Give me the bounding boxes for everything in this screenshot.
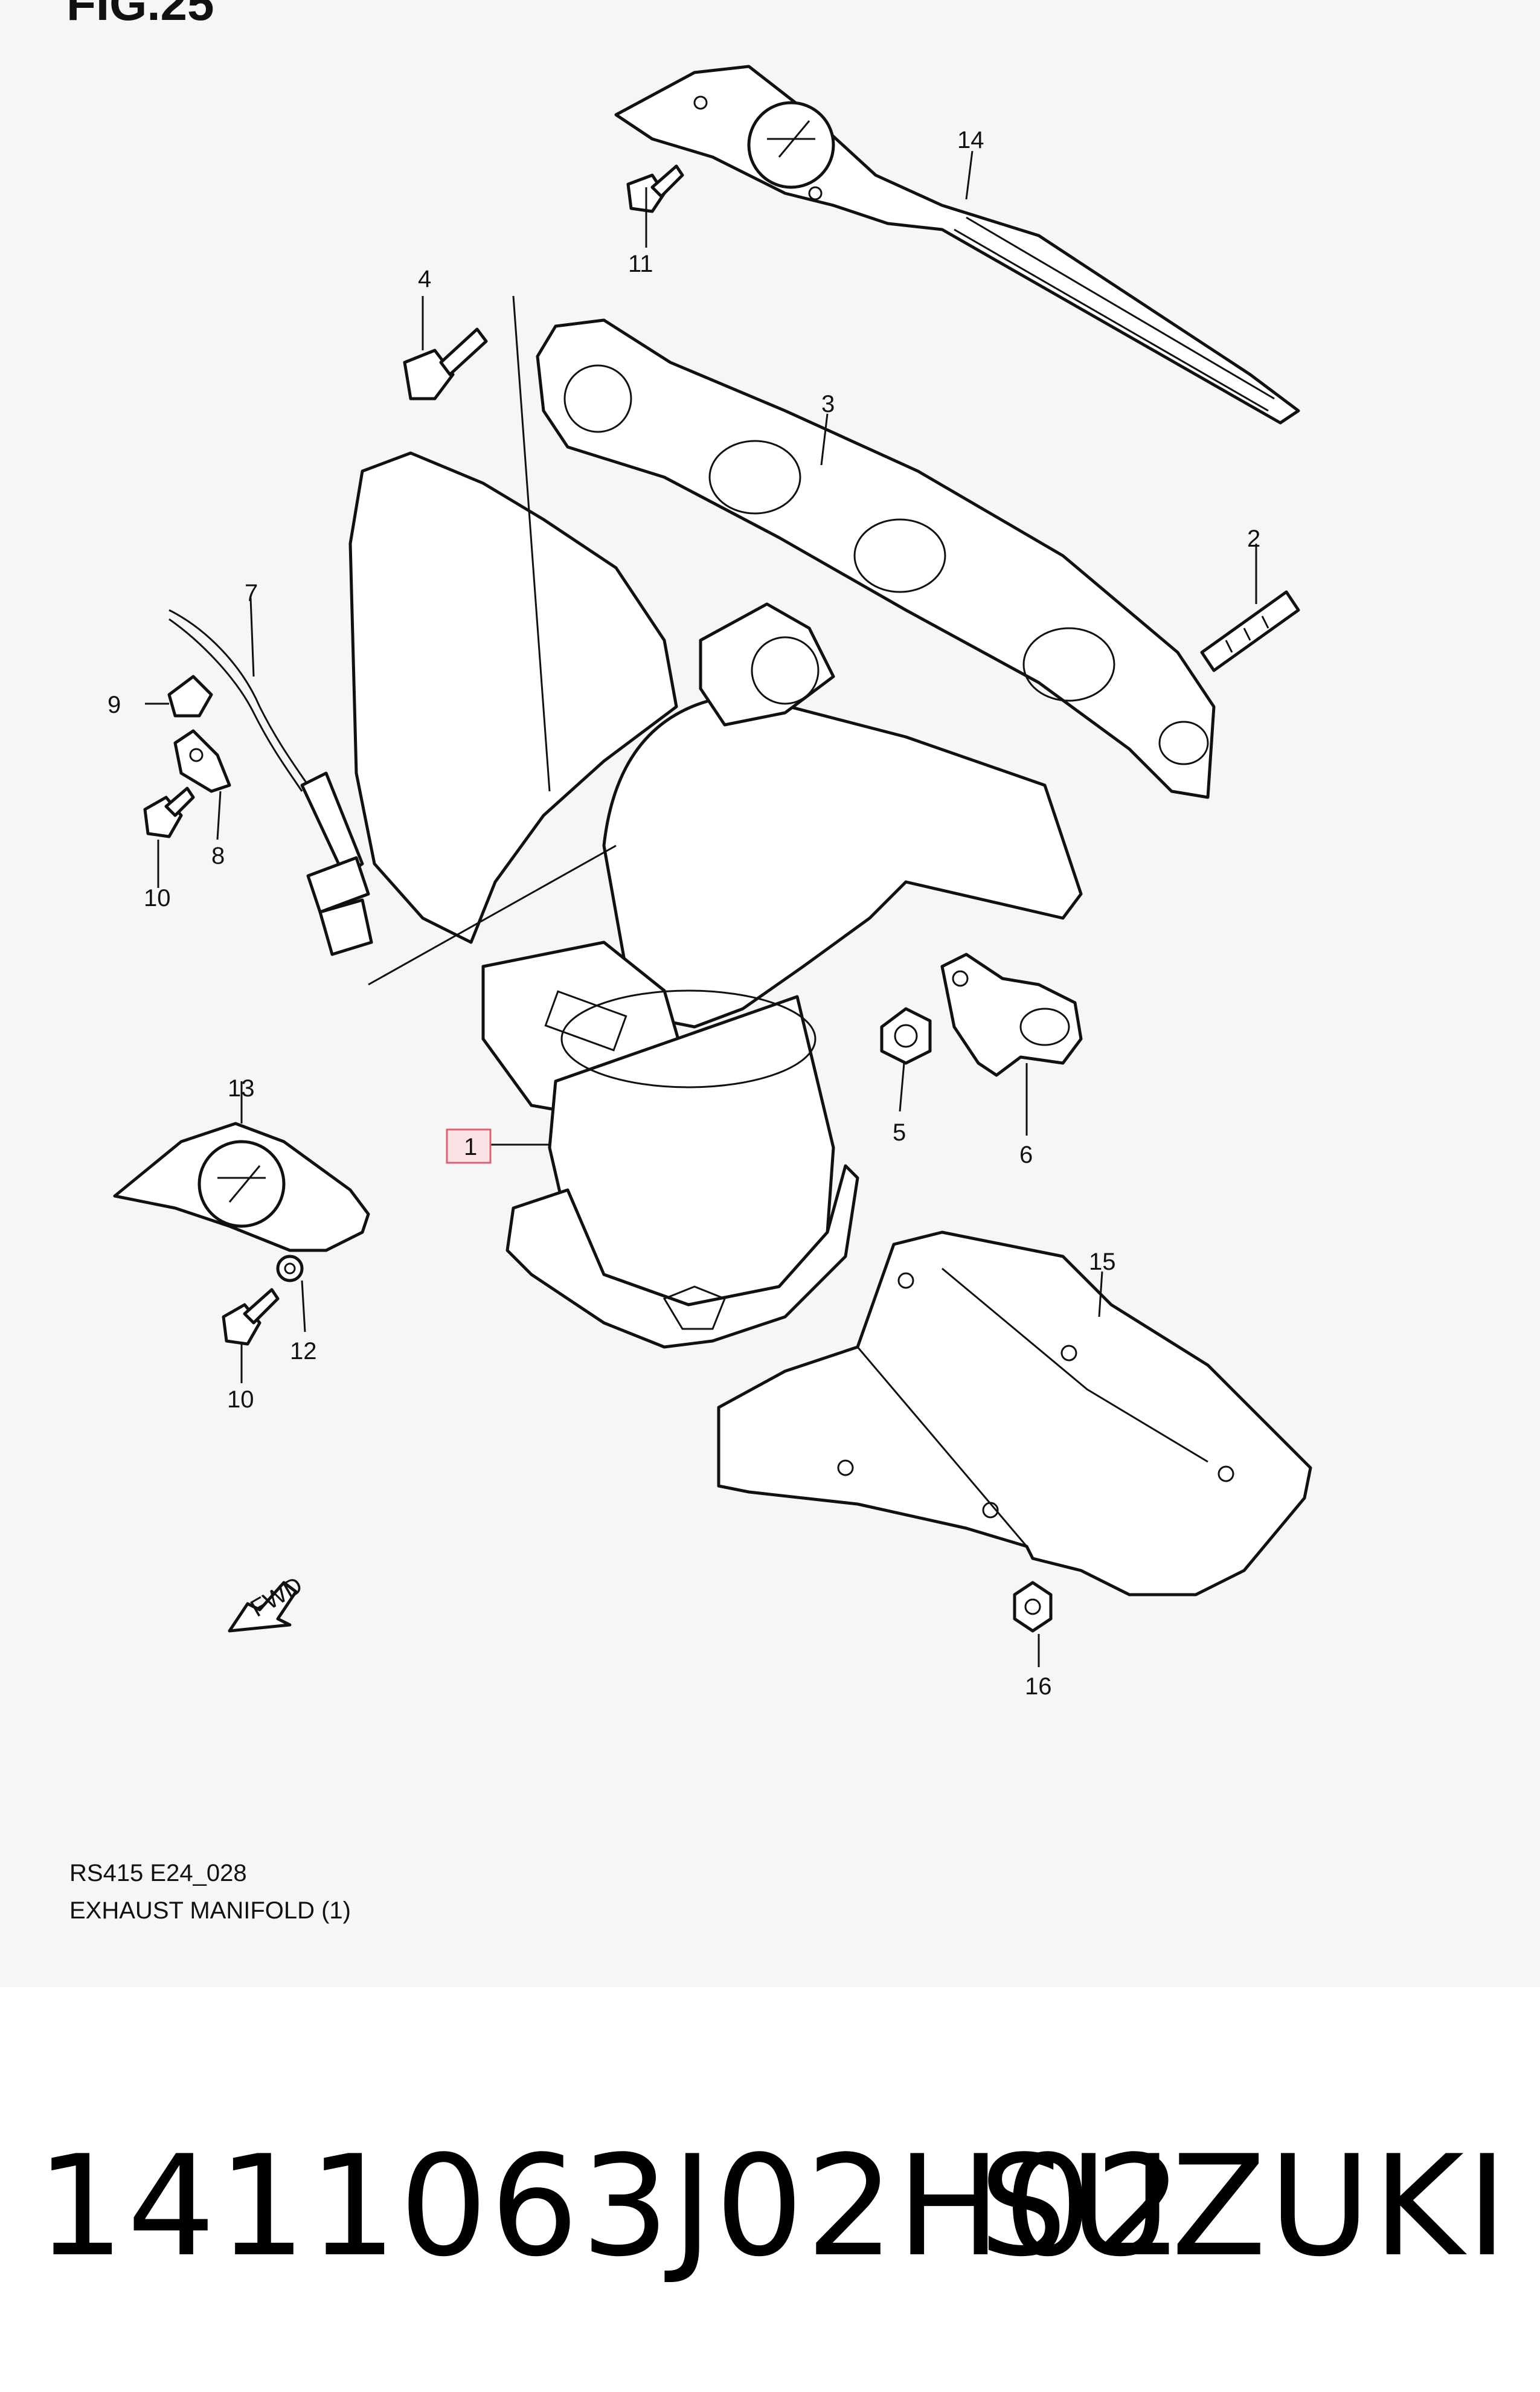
part-10-bolt-lower[interactable] (222, 1288, 280, 1346)
callout-6: 6 (1019, 1142, 1033, 1168)
callout-15: 15 (1089, 1249, 1116, 1275)
part-13-lower-heat-shield[interactable] (113, 1122, 370, 1252)
figure-name: EXHAUST MANIFOLD (1) (69, 1897, 351, 1924)
part-9-clip[interactable] (167, 675, 213, 718)
diagram-sheet: FIG.25 (66, 0, 1312, 1929)
part-14-upper-heat-shield[interactable] (614, 65, 1300, 425)
leader-lines (145, 150, 1257, 1667)
part-1-highlight-box (446, 1128, 492, 1164)
part-footer: 1411063J02H02 SUZUKI (36, 2126, 1510, 2288)
callout-10-upper: 10 (144, 885, 171, 911)
callout-13: 13 (228, 1075, 255, 1102)
exhaust-manifold-diagram: FWD 1 2 (107, 65, 1312, 1700)
part-5-nut[interactable] (880, 1007, 932, 1065)
figure-title: FIG.25 (66, 0, 214, 30)
part-16-nut[interactable] (1013, 1581, 1053, 1633)
callout-2: 2 (1247, 526, 1260, 552)
part-11-bolt[interactable] (626, 164, 684, 213)
callout-4: 4 (418, 266, 431, 292)
brand-name: SUZUKI (979, 2126, 1510, 2288)
part-6-bracket[interactable] (940, 953, 1083, 1077)
part-number: 1411063J02H02 (36, 2126, 1185, 2288)
callout-7: 7 (245, 580, 258, 606)
callout-labels: 1 2 3 4 5 6 7 8 9 10 10 11 12 13 14 15 1… (107, 127, 1260, 1700)
callout-12: 12 (290, 1338, 317, 1365)
part-15-heat-shield[interactable] (717, 1230, 1312, 1596)
part-3-gasket[interactable] (536, 318, 1216, 799)
part-1-exhaust-manifold[interactable] (348, 451, 1083, 1349)
callout-8: 8 (211, 843, 225, 869)
callout-11: 11 (628, 251, 653, 277)
callout-9: 9 (107, 692, 121, 718)
figure-code: RS415 E24_028 (69, 1860, 247, 1886)
part-8-bracket[interactable] (173, 729, 231, 793)
callout-10-lower: 10 (227, 1386, 254, 1413)
part-4-bolt[interactable] (403, 327, 488, 400)
part-12-washer[interactable] (276, 1255, 304, 1282)
part-2-stud[interactable] (1200, 590, 1300, 672)
callout-5: 5 (893, 1119, 906, 1146)
callout-3: 3 (821, 391, 835, 417)
figure-caption: RS415 E24_028 EXHAUST MANIFOLD (1) (69, 1854, 351, 1929)
part-7-oxygen-sensor[interactable] (168, 609, 373, 956)
callout-14: 14 (957, 127, 984, 153)
callout-1: 1 (464, 1134, 477, 1160)
part-10-bolt-upper[interactable] (143, 786, 195, 838)
fwd-arrow-icon: FWD (228, 1572, 307, 1633)
callout-16: 16 (1025, 1673, 1052, 1700)
